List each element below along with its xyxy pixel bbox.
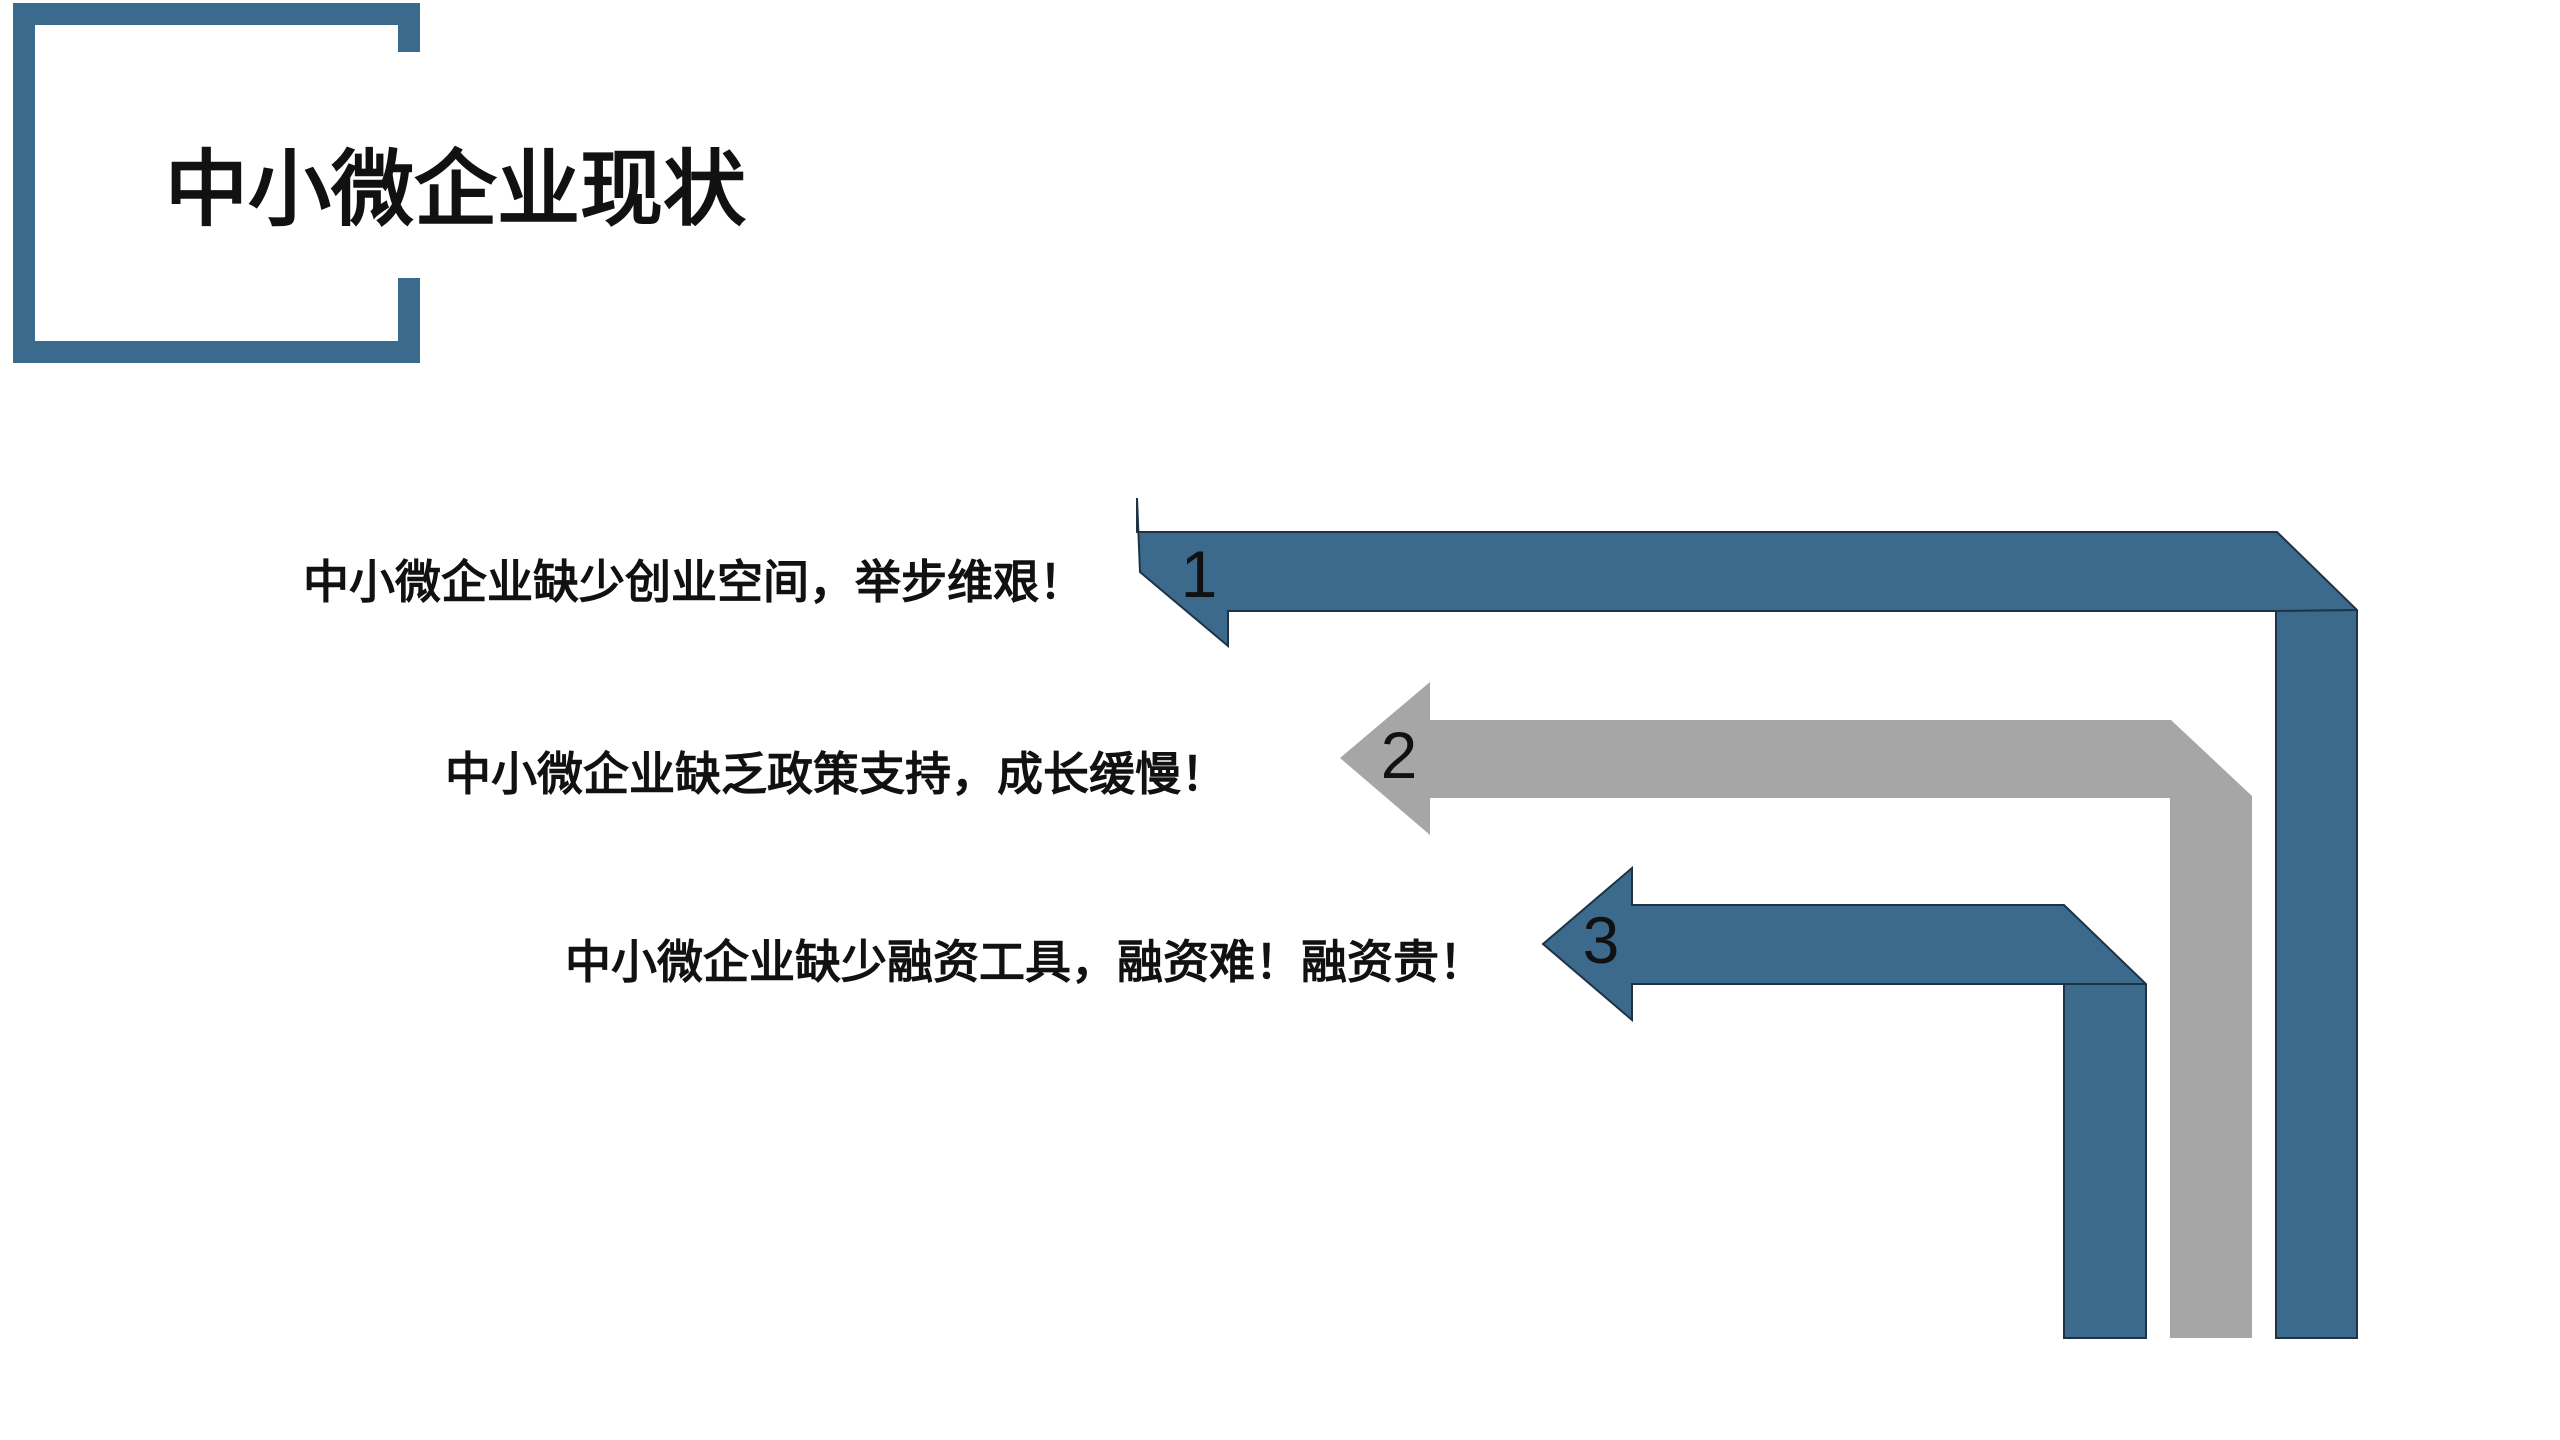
arrow-1: 1 中小微企业缺少创业空间，举步维艰！: [303, 497, 2358, 1339]
item-1-text: 中小微企业缺少创业空间，举步维艰！: [303, 555, 1085, 609]
item-3-text: 中小微企业缺少融资工具，融资难！融资贵！: [565, 935, 1485, 989]
arrow-2-shape: [1340, 682, 2252, 1338]
arrow-3-shape: [1541, 865, 2147, 1339]
item-2-text: 中小微企业缺乏政策支持，成长缓慢！: [445, 747, 1227, 801]
arrow-1-bend-edge: [2275, 609, 2358, 612]
title-frame-bracket: [13, 3, 420, 363]
arrow-2: 2 中小微企业缺乏政策支持，成长缓慢！: [445, 682, 2252, 1338]
arrow-3-number: 3: [1583, 903, 1620, 977]
arrow-3: 3 中小微企业缺少融资工具，融资难！融资贵！: [565, 865, 2147, 1339]
arrow-1-number: 1: [1181, 537, 1218, 611]
page-title: 中小微企业现状: [165, 140, 747, 238]
arrow-2-number: 2: [1381, 718, 1418, 792]
title-frame: [13, 3, 420, 363]
arrow-1-shape: [1136, 497, 2358, 1339]
